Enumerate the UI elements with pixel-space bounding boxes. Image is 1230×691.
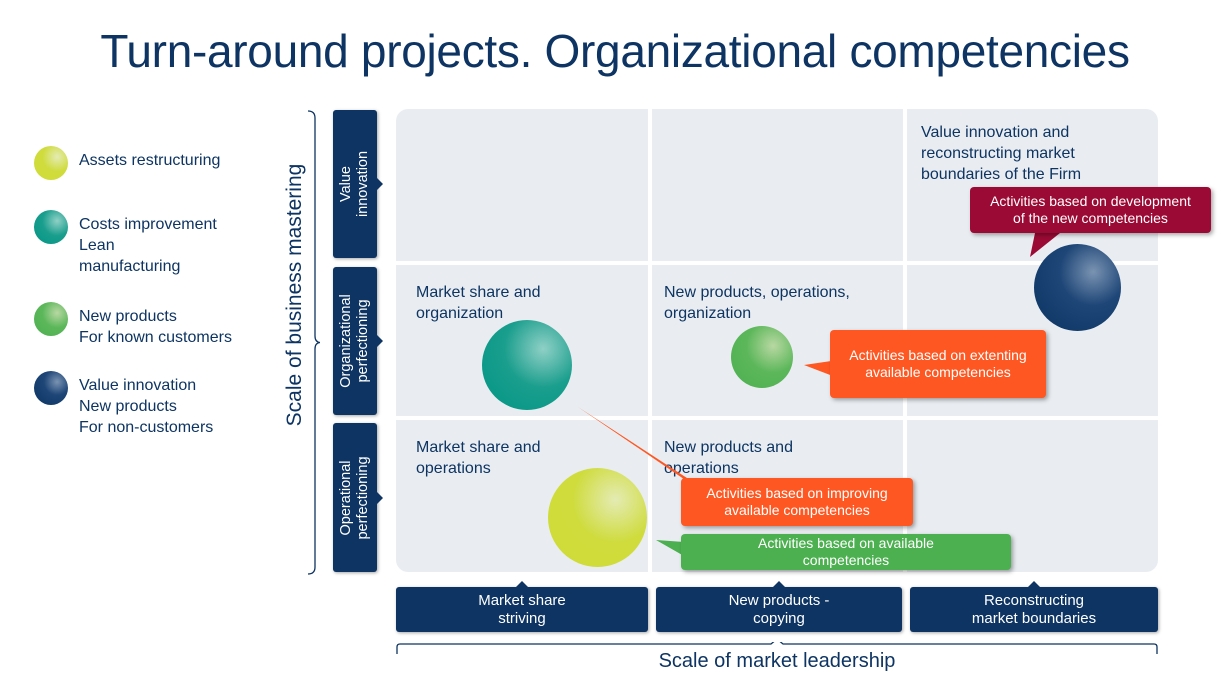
ball-assets-restructuring <box>548 468 647 567</box>
column-header-market-share: Market share striving <box>396 581 648 632</box>
row-header-value-innovation: Value innovation <box>333 110 383 258</box>
vertical-axis-brace <box>307 110 320 575</box>
callout-development: Activities based on development of the n… <box>970 187 1211 233</box>
cell-text: Market share and operations <box>416 439 541 477</box>
row-header-operational: Operational perfectioning <box>333 423 383 572</box>
cell-text: Market share and organization <box>416 284 541 322</box>
row-header-label: Organizational perfectioning <box>338 294 371 388</box>
row-header-label: Value innovation <box>338 150 371 218</box>
column-header-new-products: New products - copying <box>656 581 902 632</box>
cell-text: Value innovation and reconstructing mark… <box>921 124 1082 183</box>
yellow-ball-icon <box>34 146 68 180</box>
legend-label: New products For known customers <box>79 308 232 346</box>
legend-item-costs: Costs improvement Lean manufacturing <box>34 210 217 277</box>
column-header-reconstructing: Reconstructing market boundaries <box>910 581 1158 632</box>
green-ball-icon <box>34 302 68 336</box>
legend-item-assets: Assets restructuring <box>34 146 221 180</box>
legend-label: Assets restructuring <box>79 152 221 169</box>
horizontal-axis-label: Scale of market leadership <box>658 650 896 672</box>
cell-text: New products, operations, organization <box>664 284 850 322</box>
legend-item-value-innovation: Value innovation New products For non-cu… <box>34 371 214 438</box>
cell-r0c0 <box>396 109 648 261</box>
page-title: Turn-around projects. Organizational com… <box>100 25 1130 77</box>
row-header-label: Operational perfectioning <box>338 455 371 540</box>
legend-label: Costs improvement Lean manufacturing <box>79 216 217 275</box>
legend-item-new-products: New products For known customers <box>34 302 232 348</box>
legend-label: Value innovation New products For non-cu… <box>79 377 214 436</box>
cell-r0c1 <box>652 109 903 261</box>
ball-value-innovation <box>1034 244 1121 331</box>
ball-costs-improvement <box>482 320 572 410</box>
navy-ball-icon <box>34 371 68 405</box>
callout-improving: Activities based on improving available … <box>681 478 913 526</box>
teal-ball-icon <box>34 210 68 244</box>
callout-available: Activities based on available competenci… <box>681 534 1011 570</box>
row-header-organizational: Organizational perfectioning <box>333 267 383 415</box>
horizontal-axis-brace <box>396 642 1158 654</box>
cell-text: New products and operations <box>664 439 793 477</box>
callout-extending: Activities based on extenting available … <box>830 330 1046 398</box>
ball-new-products <box>731 326 793 388</box>
cell-r0c2: Value innovation and reconstructing mark… <box>907 109 1158 261</box>
vertical-axis-label: Scale of business mastering <box>283 163 306 427</box>
